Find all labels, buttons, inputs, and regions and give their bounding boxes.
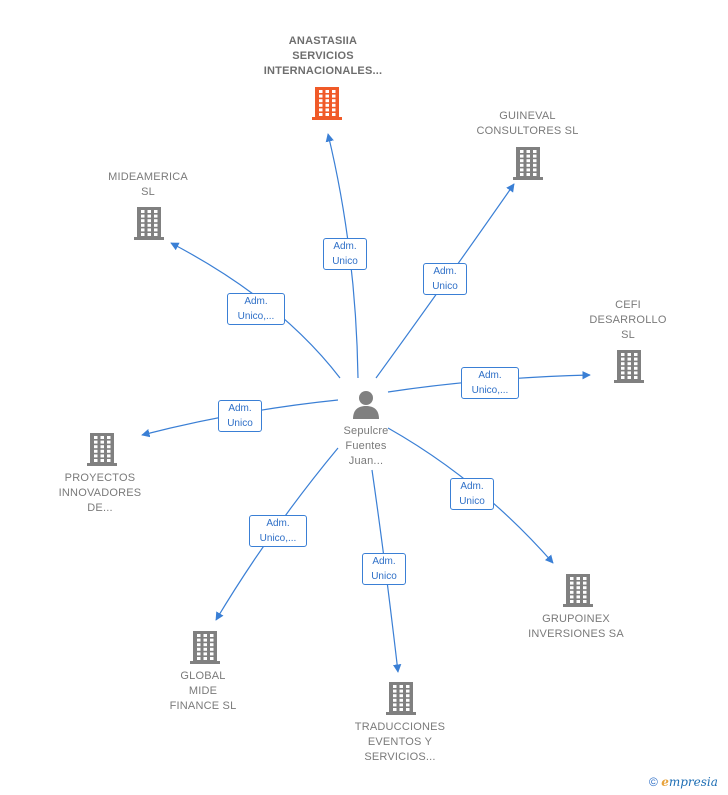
edge-label-line: Unico [459, 496, 485, 507]
edge-label-line: Adm. [244, 296, 268, 307]
company-label-line: GRUPOINEX [542, 613, 610, 625]
company-node-anastasiia[interactable] [311, 85, 343, 126]
company-label-line: SERVICIOS... [364, 751, 436, 763]
company-label-line: SL [621, 329, 635, 341]
edge-label-line: Unico [432, 281, 458, 292]
edge-label-line: Adm. [333, 241, 357, 252]
edge-label-line: Unico,... [259, 533, 297, 544]
company-node-proyectos[interactable] [86, 431, 118, 472]
company-label-proyectos[interactable]: PROYECTOS INNOVADORES DE... [45, 471, 155, 516]
company-node-mideamerica[interactable] [133, 205, 165, 246]
company-label-line: ANASTASIIA [288, 35, 358, 47]
company-node-grupoinex[interactable] [562, 572, 594, 613]
person-icon [353, 391, 379, 419]
building-icon [614, 350, 644, 383]
building-icon [563, 574, 593, 607]
edge-label-line: Adm. [372, 556, 396, 567]
edge-label-mideamerica[interactable]: Adm. Unico,... [227, 293, 285, 325]
company-label-line: DE... [87, 502, 113, 514]
edge-label-traducciones[interactable]: Adm. Unico [362, 553, 406, 585]
edge-label-global[interactable]: Adm. Unico,... [249, 515, 307, 547]
company-label-line: CEFI [615, 299, 641, 311]
company-label-line: INTERNACIONALES... [263, 65, 383, 77]
company-label-anastasiia[interactable]: ANASTASIIA SERVICIOS INTERNACIONALES... [248, 34, 398, 79]
building-icon [190, 631, 220, 664]
company-node-guineval[interactable] [512, 145, 544, 186]
company-label-line: INNOVADORES [58, 487, 142, 499]
company-label-line: SL [141, 186, 155, 198]
edge-label-line: Adm. [433, 266, 457, 277]
edge-label-line: Adm. [478, 370, 502, 381]
company-label-line: CONSULTORES SL [476, 125, 579, 137]
person-node[interactable] [350, 388, 382, 420]
company-label-line: DESARROLLO [589, 314, 667, 326]
company-node-cefi[interactable] [613, 348, 645, 389]
edge-label-anastasiia[interactable]: Adm. Unico [323, 238, 367, 270]
edge-label-line: Unico,... [237, 311, 275, 322]
copyright-symbol: © [649, 775, 658, 789]
company-label-line: GLOBAL [180, 670, 226, 682]
person-name[interactable]: Sepulcre Fuentes Juan... [316, 424, 416, 469]
company-label-line: SERVICIOS [292, 50, 354, 62]
edge-label-line: Unico,... [471, 385, 509, 396]
company-label-line: FINANCE SL [169, 700, 237, 712]
edge-label-guineval[interactable]: Adm. Unico [423, 263, 467, 295]
building-icon [312, 87, 342, 120]
company-label-traducciones[interactable]: TRADUCCIONES EVENTOS Y SERVICIOS... [344, 720, 456, 765]
building-icon [134, 207, 164, 240]
edge-label-line: Unico [371, 571, 397, 582]
company-label-line: PROYECTOS [64, 472, 136, 484]
company-node-traducciones[interactable] [385, 680, 417, 721]
company-label-line: TRADUCCIONES [354, 721, 446, 733]
footer-brand[interactable]: © empresia [649, 775, 718, 789]
edge-label-proyectos[interactable]: Adm. Unico [218, 400, 262, 432]
person-name-line-1: Sepulcre [343, 425, 389, 437]
person-name-line-2: Fuentes [345, 440, 387, 452]
edge-label-line: Adm. [266, 518, 290, 529]
building-icon [87, 433, 117, 466]
edge-label-line: Adm. [228, 403, 252, 414]
edge-label-line: Adm. [460, 481, 484, 492]
company-label-guineval[interactable]: GUINEVAL CONSULTORES SL [455, 109, 600, 139]
company-label-cefi[interactable]: CEFI DESARROLLO SL [578, 298, 678, 343]
building-icon [386, 682, 416, 715]
company-label-line: MIDEAMERICA [108, 171, 188, 183]
building-icon [513, 147, 543, 180]
edge-label-line: Unico [227, 418, 253, 429]
person-name-line-3: Juan... [348, 455, 384, 467]
company-node-global[interactable] [189, 629, 221, 670]
company-label-mideamerica[interactable]: MIDEAMERICA SL [92, 170, 204, 200]
company-label-line: INVERSIONES SA [528, 628, 624, 640]
company-label-line: GUINEVAL [499, 110, 556, 122]
brand-logo: empresia [661, 775, 718, 789]
edge-label-grupoinex[interactable]: Adm. Unico [450, 478, 494, 510]
edge-label-line: Unico [332, 256, 358, 267]
company-label-line: MIDE [188, 685, 218, 697]
company-label-line: EVENTOS Y [367, 736, 433, 748]
company-label-global[interactable]: GLOBAL MIDE FINANCE SL [158, 669, 248, 714]
edge-label-cefi[interactable]: Adm. Unico,... [461, 367, 519, 399]
company-label-grupoinex[interactable]: GRUPOINEX INVERSIONES SA [511, 612, 641, 642]
